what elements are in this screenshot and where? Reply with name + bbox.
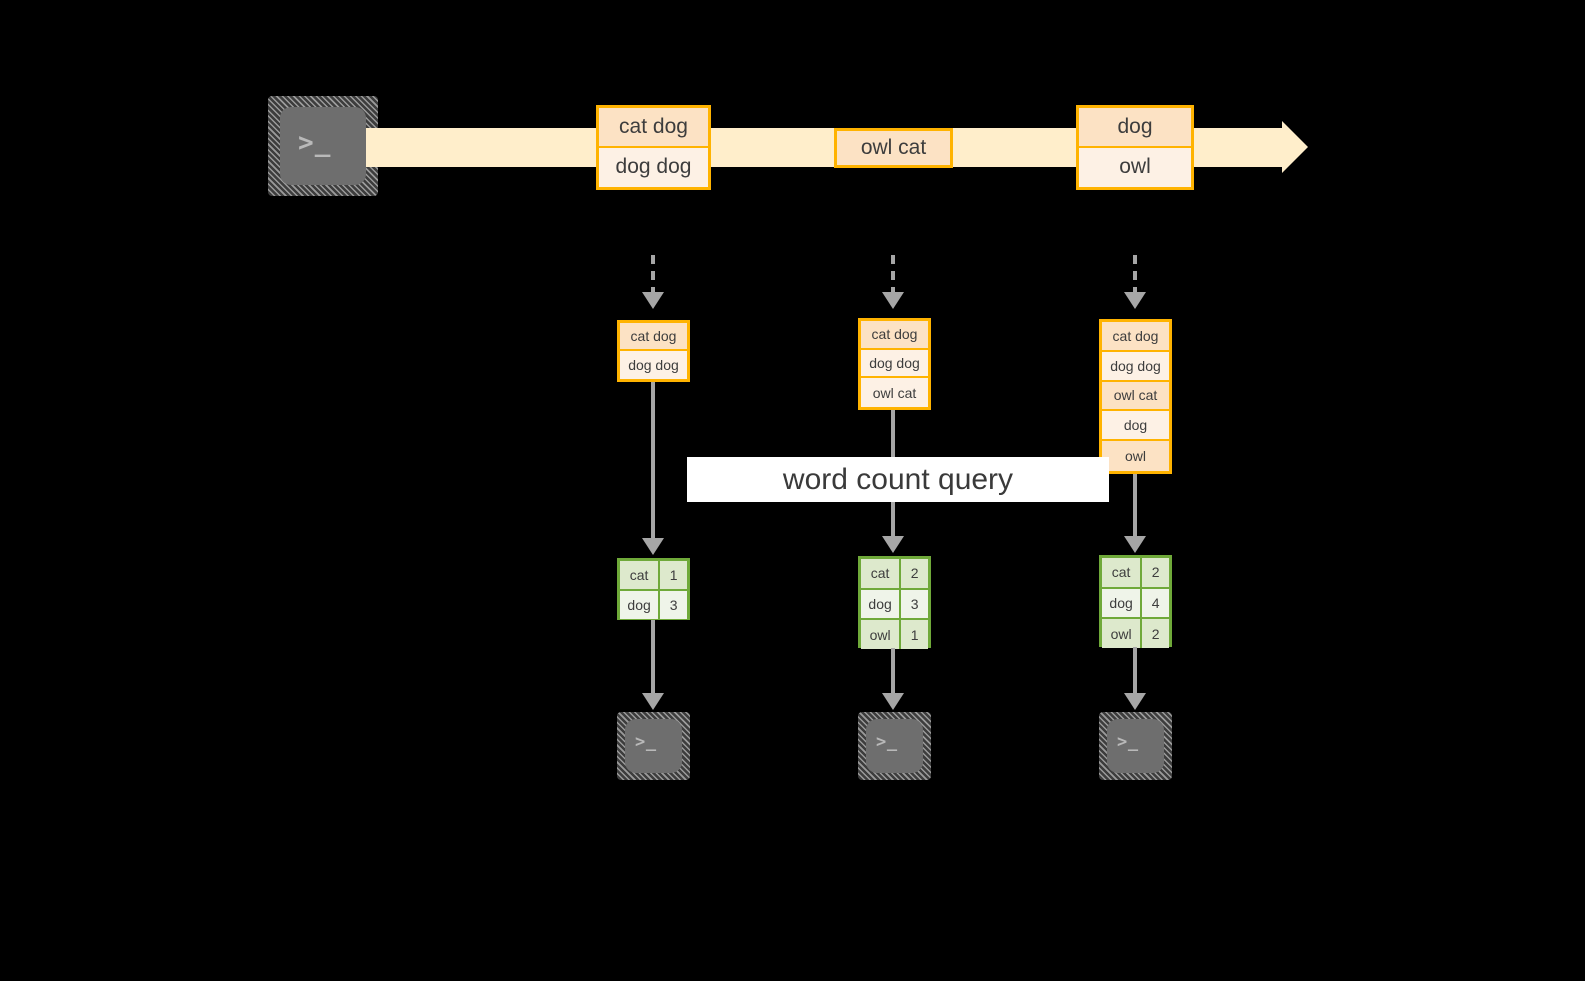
record-line: owl cat	[1102, 381, 1169, 412]
snapshot-1-sink-arrowhead	[642, 693, 664, 710]
record-line: dog dog	[1102, 351, 1169, 382]
table-row: owl 2	[1102, 619, 1169, 648]
table-cell-word: cat	[1102, 558, 1143, 587]
table-row: cat 2	[1102, 558, 1169, 589]
terminal-body	[1107, 719, 1164, 773]
accumulated-records-3: cat dog dog dog owl cat dog owl	[1099, 319, 1172, 474]
snapshot-1-sink-line	[651, 620, 655, 696]
snapshot-3-tap-arrowhead	[1124, 292, 1146, 309]
snapshot-1-query-line	[651, 382, 655, 540]
table-cell-count: 1	[660, 561, 687, 589]
snapshot-2-sink-terminal-icon: >_	[858, 712, 931, 780]
terminal-prompt-glyph: >_	[635, 732, 657, 752]
table-row: dog 3	[620, 591, 687, 619]
snapshot-1-sink-terminal-icon: >_	[617, 712, 690, 780]
stream-record-2: owl cat	[834, 128, 953, 168]
table-cell-word: dog	[1102, 588, 1143, 618]
record-line: dog	[1079, 108, 1191, 148]
table-row: cat 1	[620, 561, 687, 591]
snapshot-1-tap-line	[651, 255, 655, 295]
table-cell-word: cat	[861, 559, 902, 588]
record-line: dog	[1102, 411, 1169, 442]
table-cell-count: 1	[901, 620, 928, 649]
record-line: cat dog	[1102, 322, 1169, 352]
record-line: dog dog	[861, 349, 928, 379]
record-line: cat dog	[599, 108, 708, 148]
source-terminal-icon: >_	[268, 96, 378, 196]
terminal-body	[280, 107, 366, 185]
terminal-prompt-glyph: >_	[298, 128, 332, 158]
record-line: cat dog	[861, 321, 928, 350]
word-count-table-3: cat 2 dog 4 owl 2	[1099, 555, 1172, 648]
table-row: dog 3	[861, 589, 928, 621]
accumulated-records-2: cat dog dog dog owl cat	[858, 318, 931, 410]
record-line: cat dog	[620, 323, 687, 351]
table-row: cat 2	[861, 559, 928, 590]
word-count-table-2: cat 2 dog 3 owl 1	[858, 556, 931, 649]
snapshot-2-sink-line	[891, 648, 895, 696]
record-line: dog dog	[599, 147, 708, 187]
snapshot-3-sink-line	[1133, 647, 1137, 696]
terminal-prompt-glyph: >_	[1117, 732, 1139, 752]
query-label: word count query	[687, 457, 1109, 502]
table-cell-count: 3	[660, 591, 687, 619]
stream-record-3: dog owl	[1076, 105, 1194, 190]
terminal-prompt-glyph: >_	[876, 732, 898, 752]
accumulated-records-1: cat dog dog dog	[617, 320, 690, 382]
snapshot-1-tap-arrowhead	[642, 292, 664, 309]
snapshot-1-query-arrowhead	[642, 538, 664, 555]
snapshot-2-sink-arrowhead	[882, 693, 904, 710]
table-cell-word: dog	[861, 589, 902, 619]
table-row: dog 4	[1102, 588, 1169, 620]
table-cell-word: owl	[861, 620, 902, 649]
record-line: dog dog	[620, 351, 687, 379]
word-count-table-1: cat 1 dog 3	[617, 558, 690, 620]
record-line: owl	[1079, 147, 1191, 187]
snapshot-3-query-line	[1133, 474, 1137, 538]
record-line: owl cat	[861, 378, 928, 407]
table-cell-count: 3	[901, 589, 928, 619]
snapshot-2-tap-arrowhead	[882, 292, 904, 309]
snapshot-2-query-arrowhead	[882, 536, 904, 553]
snapshot-2-tap-line	[891, 255, 895, 295]
table-row: owl 1	[861, 620, 928, 649]
table-cell-count: 2	[901, 559, 928, 588]
snapshot-3-query-arrowhead	[1124, 536, 1146, 553]
stream-arrowhead	[1282, 121, 1308, 173]
snapshot-3-sink-arrowhead	[1124, 693, 1146, 710]
table-cell-word: owl	[1102, 619, 1143, 648]
record-line: owl	[1102, 441, 1169, 471]
table-cell-word: dog	[620, 591, 661, 619]
terminal-body	[625, 719, 682, 773]
terminal-body	[866, 719, 923, 773]
table-cell-count: 2	[1142, 619, 1169, 648]
record-line: owl cat	[837, 131, 950, 165]
table-cell-count: 4	[1142, 588, 1169, 618]
snapshot-3-tap-line	[1133, 255, 1137, 295]
snapshot-3-sink-terminal-icon: >_	[1099, 712, 1172, 780]
stream-record-1: cat dog dog dog	[596, 105, 711, 190]
table-cell-word: cat	[620, 561, 661, 589]
table-cell-count: 2	[1142, 558, 1169, 587]
